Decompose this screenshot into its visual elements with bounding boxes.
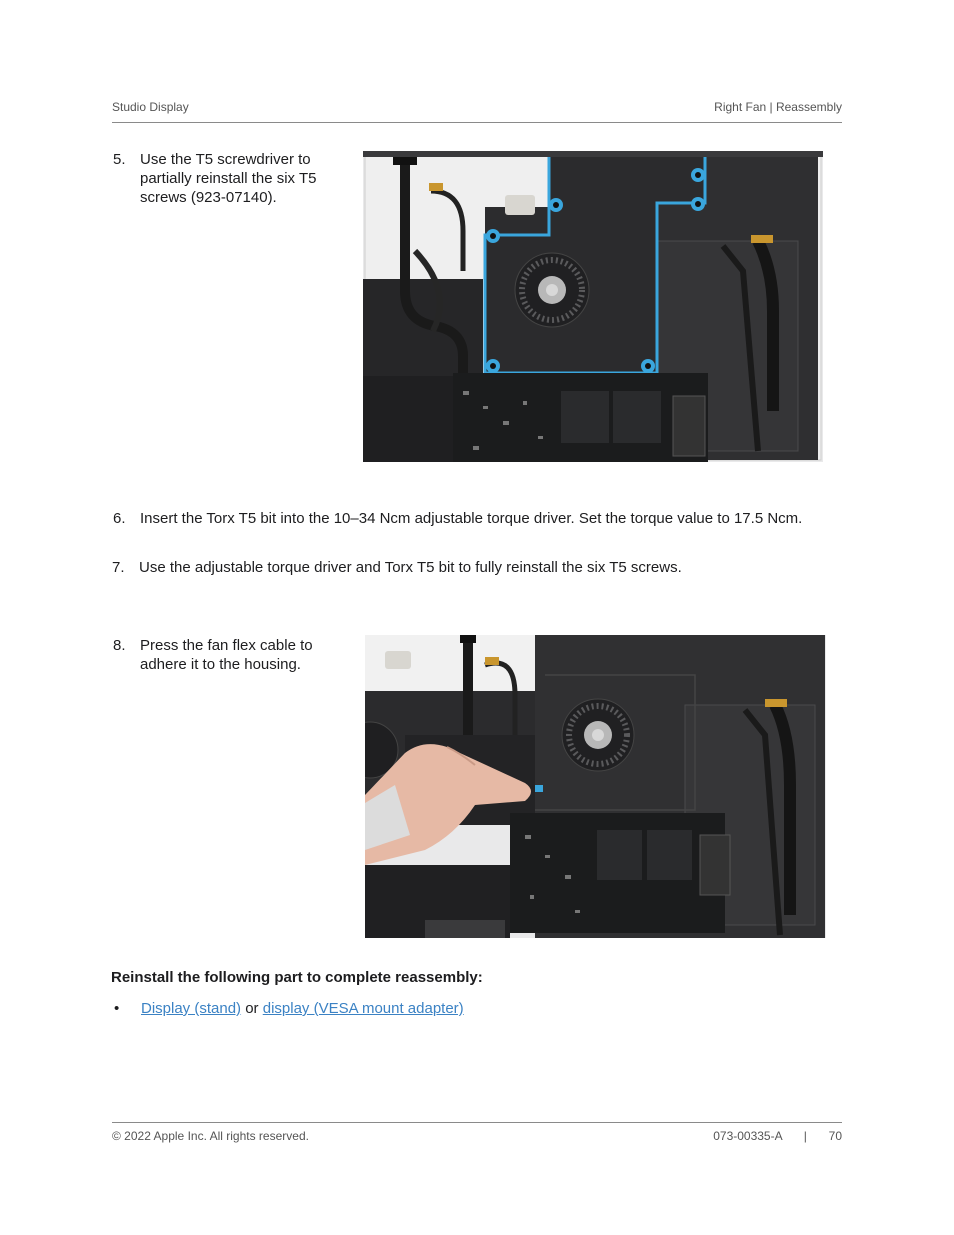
footer-separator: | — [803, 1129, 807, 1143]
reinstall-heading: Reinstall the following part to complete… — [111, 969, 483, 986]
step-number: 8. — [113, 637, 126, 654]
link-connector: or — [245, 1000, 259, 1017]
bullet-icon: • — [114, 1000, 120, 1017]
footer-right: 073-00335-A | 70 — [713, 1129, 842, 1143]
header-doc-title: Studio Display — [112, 100, 189, 114]
step-line: Use the T5 screwdriver to — [140, 151, 311, 168]
step-6: 6. Insert the Torx T5 bit into the 10–34… — [113, 509, 843, 529]
photo-fan-screws — [363, 151, 823, 462]
step-line: partially reinstall the six T5 — [140, 170, 317, 187]
reinstall-links: Display (stand) or display (VESA mount a… — [141, 1000, 464, 1017]
step-text: Insert the Torx T5 bit into the 10–34 Nc… — [140, 510, 803, 527]
step-text: Press the fan flex cable to adhere it to… — [140, 636, 313, 674]
link-display-stand[interactable]: Display (stand) — [141, 1000, 242, 1017]
step-text: Use the T5 screwdriver to partially rein… — [140, 150, 316, 207]
step-line: Press the fan flex cable to — [140, 637, 313, 654]
link-display-vesa[interactable]: display (VESA mount adapter) — [262, 1000, 464, 1017]
footer-rule — [112, 1122, 842, 1123]
step-8: 8. Press the fan flex cable to adhere it… — [113, 636, 343, 676]
photo-flex-cable-press — [365, 635, 826, 938]
footer-page-number: 70 — [828, 1129, 842, 1143]
step-line: screws (923-07140). — [140, 189, 277, 206]
step-7: 7. Use the adjustable torque driver and … — [112, 558, 842, 578]
step-number: 6. — [113, 510, 126, 527]
header-section: Right Fan | Reassembly — [714, 100, 842, 114]
step-text: Use the adjustable torque driver and Tor… — [139, 559, 682, 576]
footer-copyright: © 2022 Apple Inc. All rights reserved. — [112, 1129, 309, 1143]
step-number: 5. — [113, 151, 126, 168]
step-5: 5. Use the T5 screwdriver to partially r… — [113, 150, 343, 210]
header-rule — [112, 122, 842, 123]
step-number: 7. — [112, 559, 125, 576]
footer-doc-id: 073-00335-A — [713, 1129, 782, 1143]
step-line: adhere it to the housing. — [140, 656, 301, 673]
